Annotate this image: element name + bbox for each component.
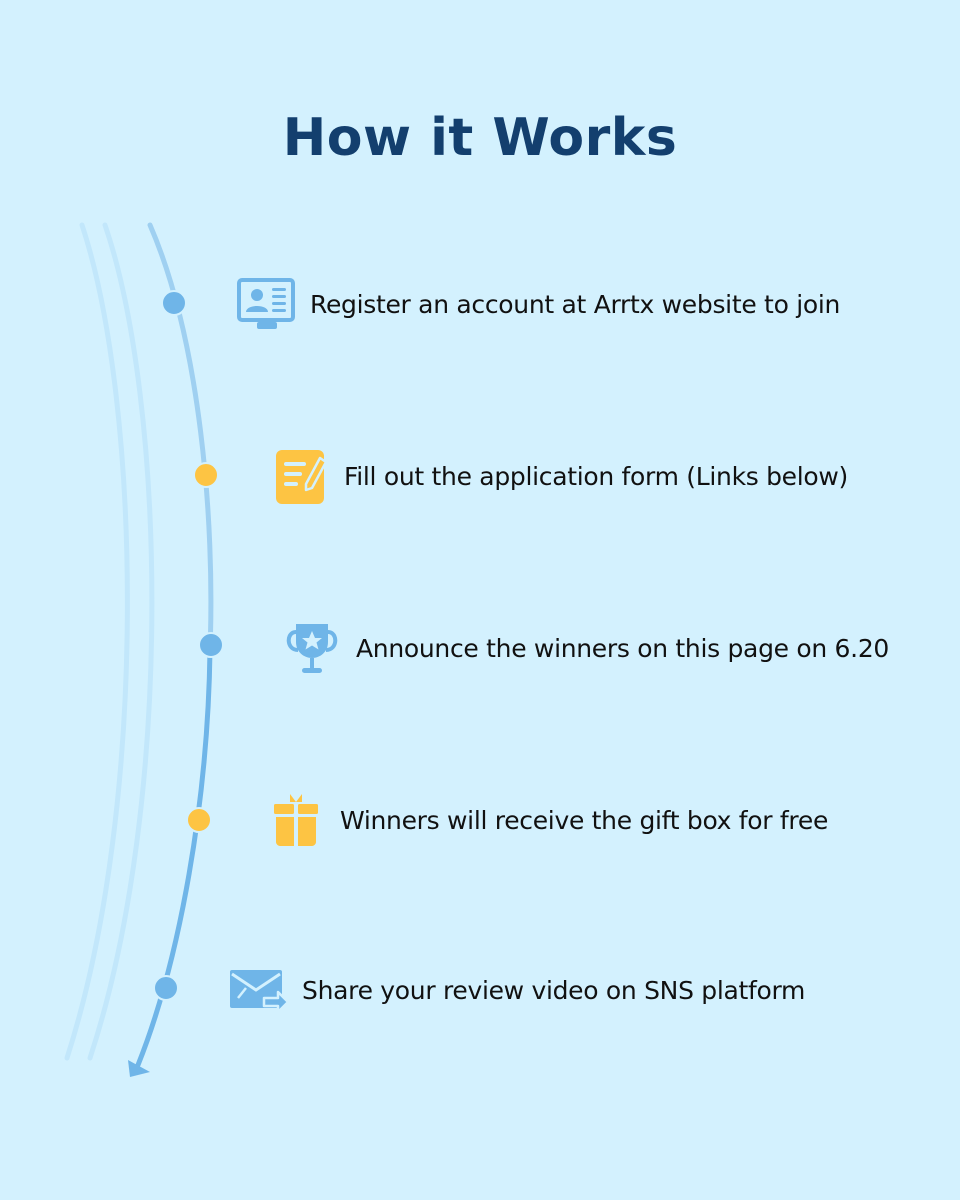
timeline-dot-2	[193, 462, 219, 488]
step-3: Announce the winners on this page on 6.2…	[282, 618, 889, 678]
mail-forward-icon	[228, 960, 288, 1020]
step-2: Fill out the application form (Links bel…	[270, 446, 848, 506]
step-3-label: Announce the winners on this page on 6.2…	[356, 633, 890, 663]
step-1: Register an account at Arrtx website to …	[236, 274, 840, 334]
faint-curve-outer	[64, 222, 130, 1061]
form-pencil-icon	[270, 446, 330, 506]
timeline-dot-5	[153, 975, 179, 1001]
timeline-line-upper	[147, 222, 214, 653]
timeline-dot-4	[186, 807, 212, 833]
timeline-line-lower	[135, 647, 213, 1068]
timeline-arrowhead	[128, 1060, 150, 1077]
page-title: How it Works	[282, 108, 678, 168]
timeline-dot-1	[161, 290, 187, 316]
step-2-label: Fill out the application form (Links bel…	[344, 461, 849, 491]
id-card-monitor-icon	[236, 274, 296, 334]
trophy-star-icon	[282, 618, 342, 678]
step-4: Winners will receive the gift box for fr…	[266, 790, 828, 850]
faint-curve-inner	[87, 222, 155, 1061]
step-4-label: Winners will receive the gift box for fr…	[340, 805, 829, 835]
gift-box-icon	[266, 790, 326, 850]
step-5-label: Share your review video on SNS platform	[302, 975, 806, 1005]
step-1-label: Register an account at Arrtx website to …	[310, 289, 841, 319]
timeline-dot-3	[198, 632, 224, 658]
step-5: Share your review video on SNS platform	[228, 960, 805, 1020]
